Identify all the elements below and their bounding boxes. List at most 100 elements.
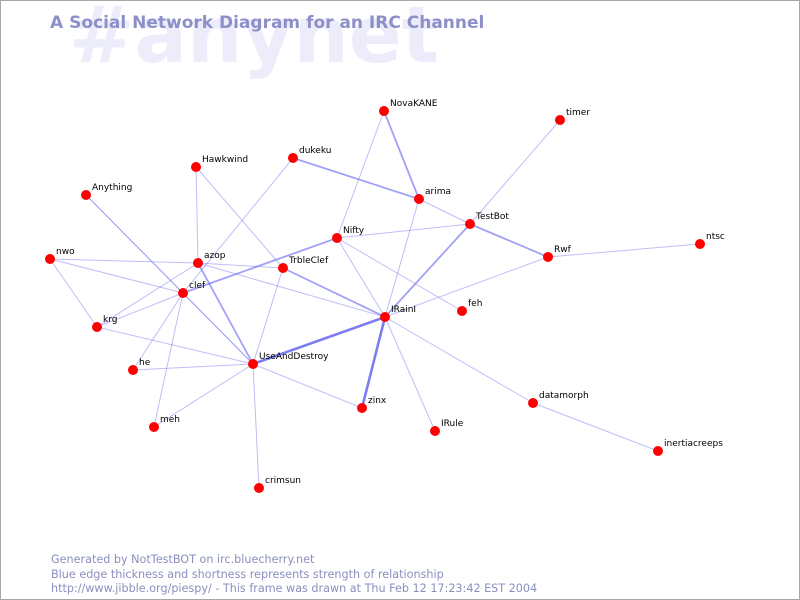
edge-nwo-clef (49, 258, 184, 294)
node-label-NovaKANE: NovaKANE (390, 99, 438, 109)
node-label-timer: timer (566, 108, 590, 118)
edge-IRainI-UseAndDestroy (251, 315, 387, 366)
footer-timestamp: http://www.jibble.org/piespy/ - This fra… (51, 582, 538, 595)
node-UseAndDestroy: UseAndDestroy (248, 352, 329, 369)
node-label-TestBot: TestBot (475, 212, 509, 222)
edge-TestBot-IRainI (384, 223, 471, 318)
node-dot-Rwf (543, 252, 553, 262)
node-dot-clef (178, 288, 188, 298)
edge-Anything-UseAndDestroy (85, 194, 254, 365)
node-label-he: he (139, 358, 151, 368)
node-dot-meh (149, 422, 159, 432)
node-label-Hawkwind: Hawkwind (202, 155, 248, 165)
edge-Hawkwind-TrbleClef (195, 166, 284, 269)
node-dot-ntsc (695, 239, 705, 249)
edge-clef-meh (153, 292, 184, 428)
node-label-Nifty: Nifty (343, 226, 365, 236)
node-dot-datamorph (528, 398, 538, 408)
node-Anything: Anything (81, 183, 132, 200)
node-dot-krg (92, 322, 102, 332)
edge-azop-TrbleClef (197, 262, 284, 269)
node-dukeku: dukeku (288, 146, 331, 163)
node-dot-Nifty (332, 233, 342, 243)
edge-UseAndDestroy-crimsun (252, 363, 260, 489)
node-dot-IRule (430, 426, 440, 436)
node-azop: azop (193, 251, 226, 268)
node-dot-IRainI (380, 312, 390, 322)
node-label-nwo: nwo (56, 247, 75, 257)
node-zinx: zinx (357, 396, 387, 413)
diagram-title: A Social Network Diagram for an IRC Chan… (50, 13, 485, 33)
footer-legend-note: Blue edge thickness and shortness repres… (51, 567, 444, 581)
node-Rwf: Rwf (543, 245, 572, 262)
node-nwo: nwo (45, 247, 75, 264)
edge-azop-krg (96, 262, 199, 328)
node-Hawkwind: Hawkwind (191, 155, 248, 172)
edge-nwo-krg (49, 258, 98, 328)
edge-nwo-azop (49, 258, 199, 264)
node-timer: timer (555, 108, 590, 125)
edge-UseAndDestroy-meh (153, 363, 254, 428)
edge-clef-UseAndDestroy (182, 292, 254, 365)
edge-NovaKANE-arima (383, 110, 420, 200)
node-NovaKANE: NovaKANE (379, 99, 438, 116)
edge-IRainI-datamorph (384, 316, 534, 404)
footer: Generated by NotTestBOT on irc.bluecherr… (51, 553, 537, 597)
node-dot-arima (414, 194, 424, 204)
node-label-Anything: Anything (92, 183, 132, 193)
node-TrbleClef: TrbleClef (278, 256, 329, 273)
node-label-IRainI: IRainI (391, 305, 416, 315)
node-Nifty: Nifty (332, 226, 365, 243)
node-label-Rwf: Rwf (554, 245, 572, 255)
node-label-clef: clef (189, 281, 206, 291)
node-dot-TestBot (465, 219, 475, 229)
node-dot-Anything (81, 190, 91, 200)
node-feh: feh (457, 299, 482, 316)
edge-TrbleClef-UseAndDestroy (252, 267, 284, 365)
edge-TrbleClef-IRainI (282, 267, 386, 318)
node-krg: krg (92, 315, 117, 332)
node-dot-dukeku (288, 153, 298, 163)
node-dot-UseAndDestroy (248, 359, 258, 369)
node-dot-TrbleClef (278, 263, 288, 273)
node-TestBot: TestBot (465, 212, 509, 229)
edge-UseAndDestroy-he (132, 363, 254, 371)
edge-IRainI-IRule (384, 316, 436, 432)
node-label-crimsun: crimsun (265, 476, 301, 486)
node-label-IRule: IRule (441, 419, 464, 429)
node-inertiacreeps: inertiacreeps (653, 439, 723, 456)
node-label-dukeku: dukeku (299, 146, 331, 156)
node-dot-nwo (45, 254, 55, 264)
node-label-ntsc: ntsc (706, 232, 725, 242)
node-label-datamorph: datamorph (539, 391, 589, 401)
node-dot-zinx (357, 403, 367, 413)
node-label-feh: feh (468, 299, 482, 309)
node-dot-crimsun (254, 483, 264, 493)
edge-azop-UseAndDestroy (197, 262, 254, 365)
node-dot-Hawkwind (191, 162, 201, 172)
edge-TestBot-Rwf (469, 223, 549, 258)
node-label-zinx: zinx (368, 396, 387, 406)
node-dot-he (128, 365, 138, 375)
node-dot-azop (193, 258, 203, 268)
edge-timer-TestBot (469, 119, 561, 225)
node-datamorph: datamorph (528, 391, 589, 408)
node-dot-timer (555, 115, 565, 125)
edge-Rwf-ntsc (547, 243, 701, 258)
node-dot-inertiacreeps (653, 446, 663, 456)
node-label-krg: krg (103, 315, 117, 325)
channel-watermark: #anynet (69, 0, 440, 81)
edge-TestBot-Nifty (336, 223, 471, 239)
node-ntsc: ntsc (695, 232, 725, 249)
node-meh: meh (149, 415, 180, 432)
node-label-arima: arima (425, 187, 451, 197)
edge-Hawkwind-azop (195, 166, 199, 264)
node-label-UseAndDestroy: UseAndDestroy (259, 352, 329, 362)
edge-azop-IRainI (197, 262, 386, 318)
node-label-meh: meh (160, 415, 180, 425)
edge-dukeku-arima (292, 157, 420, 200)
edge-clef-krg (96, 292, 184, 328)
node-IRule: IRule (430, 419, 464, 436)
node-dot-NovaKANE (379, 106, 389, 116)
